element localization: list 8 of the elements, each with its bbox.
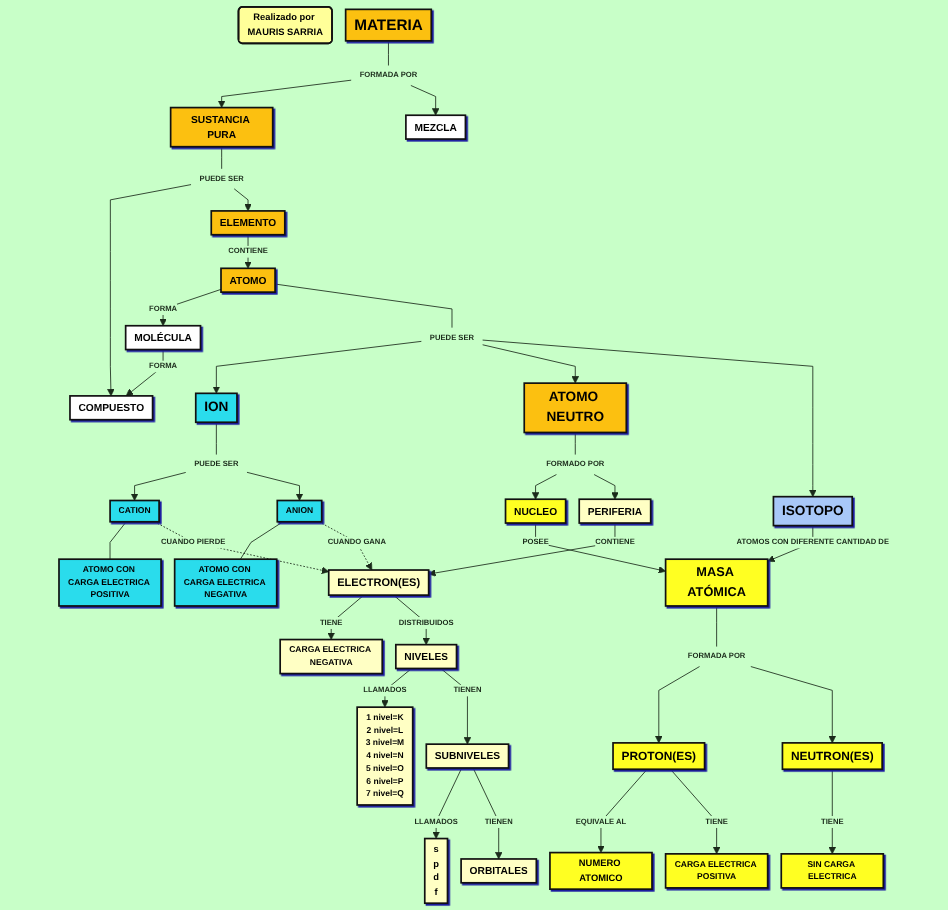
connector — [716, 605, 718, 647]
connector — [109, 521, 127, 560]
connector — [221, 146, 223, 170]
connector — [215, 421, 217, 455]
connector — [574, 432, 576, 455]
connector — [388, 40, 389, 66]
connector — [240, 521, 284, 560]
connector — [274, 283, 453, 329]
